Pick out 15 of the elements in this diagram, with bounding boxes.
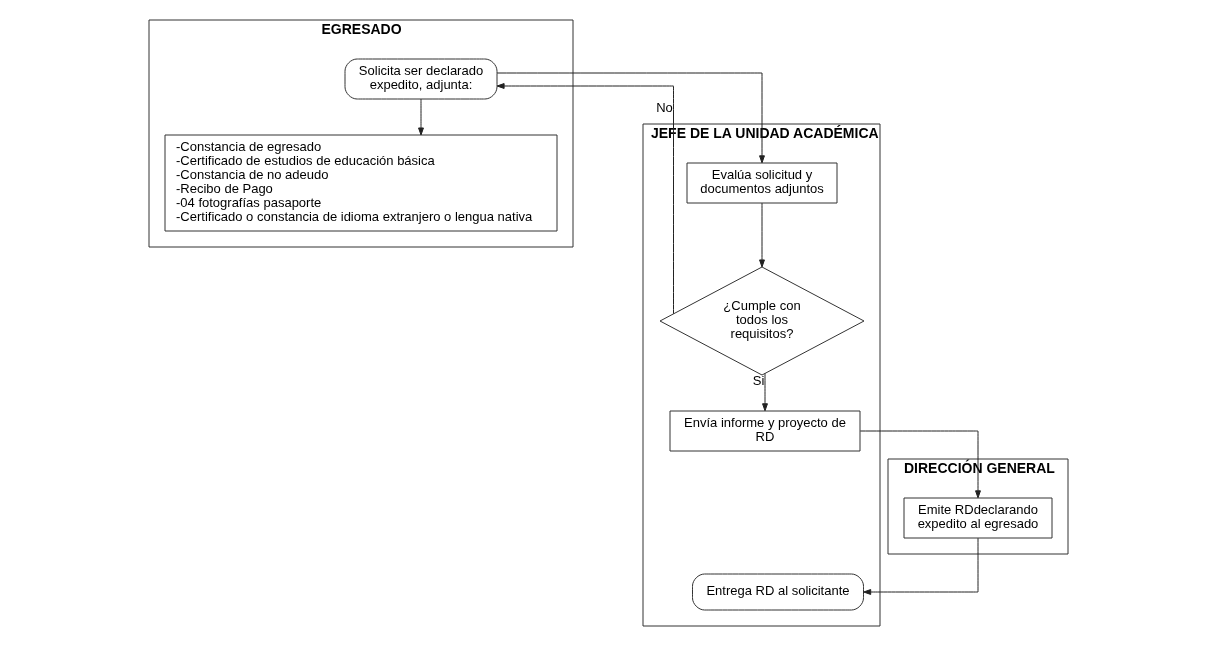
node-box: Envía informe y proyecto de RD bbox=[669, 410, 860, 452]
arrow bbox=[496, 83, 674, 315]
node-box: Entrega RD al solicitante bbox=[691, 573, 864, 611]
arrow bbox=[862, 537, 978, 595]
arrow bbox=[761, 372, 768, 412]
node-diamond: ¿Cumple con todos los requisitos? bbox=[659, 266, 864, 376]
arrow bbox=[417, 98, 424, 136]
node-box: -Constancia de egresado -Certificado de estudios de educación básica -Constancia de no adeudo -Recibo de Pago -04 fotografías pasaporte -Certificado o constancia de idioma extranjero o lengua nativa bbox=[164, 134, 557, 232]
node-box: Solicita ser declarado expedito, adjunta: bbox=[344, 58, 497, 100]
node-box: Emite RDdeclarando expedito al egresado bbox=[903, 497, 1052, 539]
arrow bbox=[758, 202, 765, 268]
node-box: Evalúa solicitud y documentos adjuntos bbox=[686, 162, 837, 204]
arrow bbox=[496, 72, 765, 164]
edge-label: No bbox=[655, 99, 673, 115]
arrow bbox=[859, 430, 981, 499]
